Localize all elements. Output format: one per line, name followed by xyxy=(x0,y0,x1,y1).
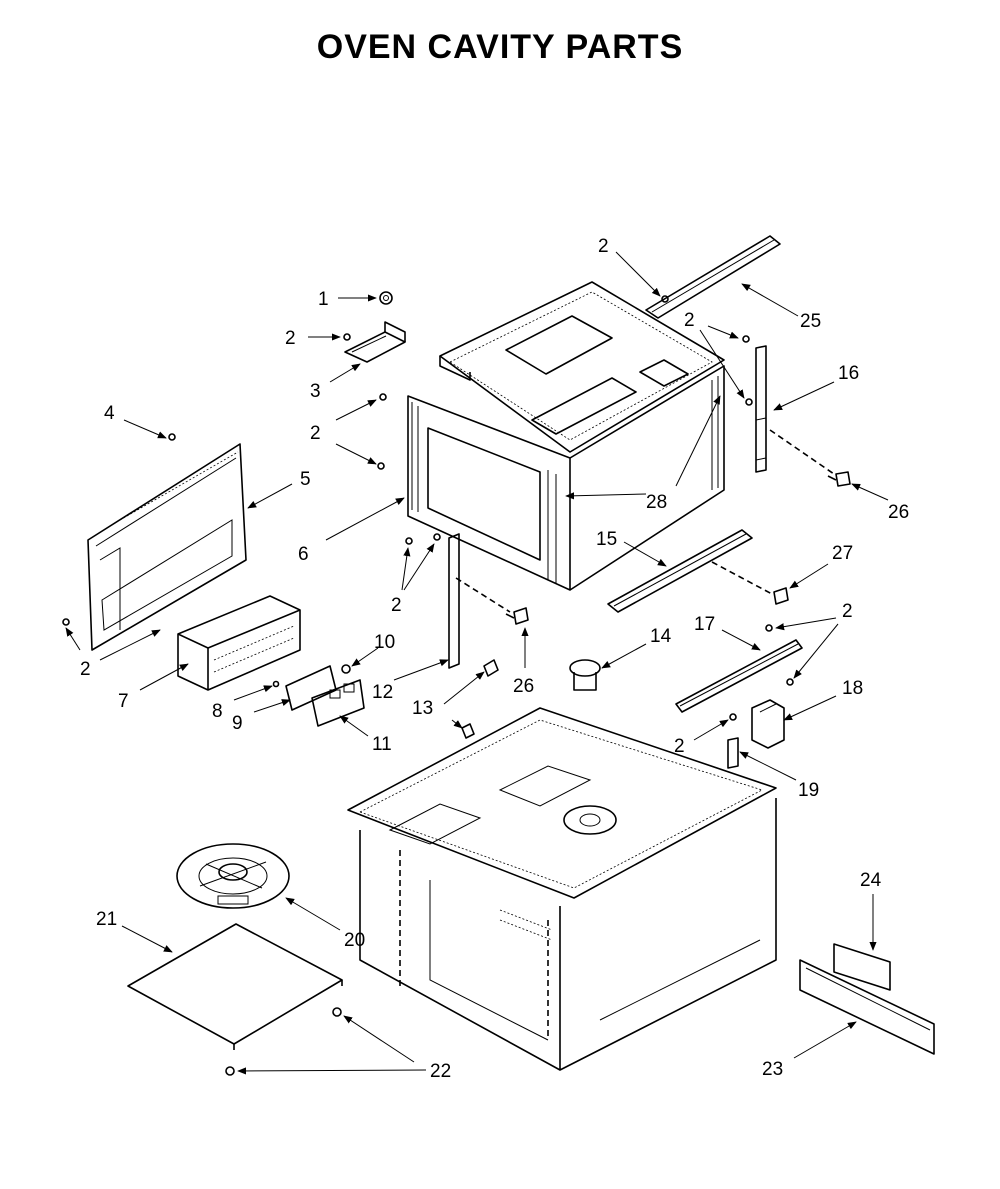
callout-2: 2 xyxy=(842,601,853,622)
part-15-rail xyxy=(607,529,753,613)
callout-2: 2 xyxy=(674,736,685,757)
callout-12: 12 xyxy=(372,682,393,703)
callout-25: 25 xyxy=(800,311,821,332)
callout-11: 11 xyxy=(372,734,392,755)
part-11-switch-assembly xyxy=(272,664,365,727)
part-7-module xyxy=(177,595,301,691)
callout-21: 21 xyxy=(96,909,117,930)
callout-19: 19 xyxy=(798,780,819,801)
callout-2: 2 xyxy=(598,236,609,257)
callout-27: 27 xyxy=(832,543,853,564)
part-24-panel xyxy=(833,943,891,991)
callout-24: 24 xyxy=(860,870,882,891)
callout-22: 22 xyxy=(430,1061,451,1082)
leader-lines xyxy=(65,251,889,1075)
part-22-feet xyxy=(225,1007,342,1076)
callout-20: 20 xyxy=(344,930,365,951)
callout-2: 2 xyxy=(391,595,402,616)
part-6-upper-cavity xyxy=(407,281,725,591)
callout-2: 2 xyxy=(310,423,321,444)
callout-18: 18 xyxy=(842,678,863,699)
callout-3: 3 xyxy=(310,381,321,402)
callout-26: 26 xyxy=(513,676,534,697)
callout-2: 2 xyxy=(285,328,296,349)
screw-set xyxy=(62,295,794,721)
part-14-sensor xyxy=(569,659,601,691)
part-1-clip xyxy=(379,291,393,305)
part-25-rail xyxy=(645,235,781,319)
part-3-bracket xyxy=(344,321,406,363)
callout-7: 7 xyxy=(118,691,129,712)
callout-15: 15 xyxy=(596,529,617,550)
callout-8: 8 xyxy=(212,701,223,722)
callout-16: 16 xyxy=(838,363,859,384)
callout-2: 2 xyxy=(80,659,91,680)
part-27-screw xyxy=(773,587,789,605)
callout-13: 13 xyxy=(412,698,433,719)
part-19-pin xyxy=(727,737,739,769)
callout-28: 28 xyxy=(646,492,667,513)
part-26-screws xyxy=(505,471,851,625)
lower-oven-body xyxy=(347,707,777,1071)
part-20-fan-plate xyxy=(176,843,290,909)
callout-17: 17 xyxy=(694,614,715,635)
part-21-plate xyxy=(127,923,343,1050)
callout-10: 10 xyxy=(374,632,395,653)
callout-14: 14 xyxy=(650,626,672,647)
diagram-title: OVEN CAVITY PARTS xyxy=(316,28,684,66)
callout-2: 2 xyxy=(684,310,695,331)
part-17-rail xyxy=(675,639,803,713)
part-18-bracket xyxy=(751,699,785,749)
part-13-clip xyxy=(461,659,499,739)
part-16-hinge xyxy=(755,345,767,473)
callout-5: 5 xyxy=(300,469,311,490)
callout-6: 6 xyxy=(298,544,309,565)
part-23-rail xyxy=(799,959,935,1055)
part-5-side-panel xyxy=(87,433,247,651)
callout-23: 23 xyxy=(762,1059,783,1080)
callout-labels: 1 2 3 2 4 5 6 2 2 7 8 9 10 11 12 13 26 1… xyxy=(80,236,909,1082)
callout-4: 4 xyxy=(104,403,115,424)
callout-1: 1 xyxy=(318,289,329,310)
callout-26: 26 xyxy=(888,502,909,523)
part-12-strip xyxy=(448,533,460,669)
callout-9: 9 xyxy=(232,713,243,734)
